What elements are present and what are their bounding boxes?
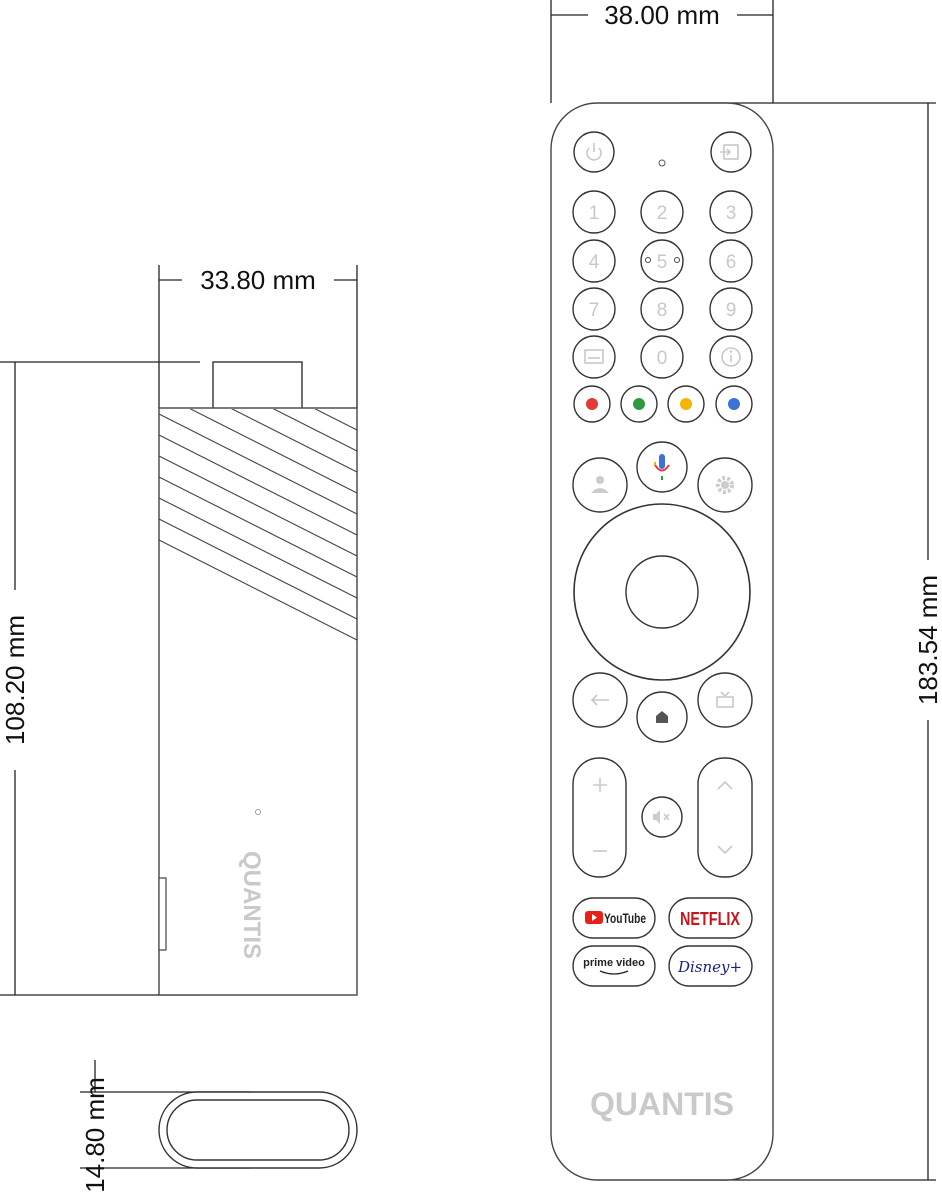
channel-up-icon	[717, 780, 733, 790]
number-key-9[interactable]: 9	[709, 287, 753, 331]
mute-icon	[653, 810, 670, 824]
key-label: 0	[657, 348, 668, 369]
hatch-line	[314, 409, 357, 431]
ok-button[interactable]	[625, 555, 699, 629]
settings-icon	[716, 476, 734, 494]
power-button[interactable]	[573, 131, 615, 173]
volume-rocker[interactable]	[572, 757, 627, 878]
tv-icon	[716, 691, 734, 708]
number-key-7[interactable]: 7	[572, 287, 616, 331]
led-indicator	[255, 809, 261, 815]
amazon-smile-icon	[599, 970, 629, 975]
side-button[interactable]	[158, 877, 167, 951]
key-label: 2	[657, 203, 668, 224]
color-dot	[680, 398, 692, 410]
key-label: 5	[657, 252, 668, 273]
remote-width-label: 38.00 mm	[604, 0, 720, 30]
profile-button[interactable]	[572, 457, 628, 513]
remote-control: 1 2 3 4 5 6 7 8 9 0	[550, 102, 774, 1181]
youtube-button[interactable]: YouTube	[572, 897, 656, 939]
channel-rocker[interactable]	[697, 757, 753, 878]
subtitle-button[interactable]	[572, 335, 616, 379]
hatch-line	[189, 409, 357, 494]
netflix-button[interactable]: NETFLIX	[668, 897, 753, 939]
disney-plus-label: Disney+	[677, 958, 742, 976]
key-label: 6	[726, 252, 737, 273]
input-icon	[720, 144, 739, 160]
stick-height-dimension: 108.20 mm	[0, 361, 200, 996]
stick-height-label: 108.20 mm	[0, 615, 30, 745]
color-key-yellow[interactable]	[667, 385, 705, 423]
streaming-stick-end-view	[158, 1091, 358, 1169]
input-button[interactable]	[710, 131, 752, 173]
hatch-line	[159, 476, 357, 578]
back-icon	[590, 694, 609, 706]
remote-width-dimension: 38.00 mm	[550, 0, 774, 103]
info-icon	[721, 347, 741, 367]
hatch-line	[231, 409, 357, 473]
stick-width-label: 33.80 mm	[200, 265, 316, 295]
key-label: 1	[589, 203, 600, 224]
youtube-label: YouTube	[604, 910, 646, 926]
number-key-0[interactable]: 0	[640, 335, 684, 379]
remote-brand-logo: QUANTIS	[590, 1086, 734, 1122]
subtitle-icon	[584, 349, 604, 364]
mic-icon	[654, 454, 670, 480]
number-key-5[interactable]: 5	[640, 239, 684, 283]
stick-thickness-label: 14.80 mm	[80, 1077, 110, 1193]
color-key-green[interactable]	[620, 385, 658, 423]
info-button[interactable]	[709, 335, 753, 379]
key-label: 3	[726, 203, 737, 224]
number-key-3[interactable]: 3	[709, 190, 753, 234]
hatch-line	[159, 434, 357, 536]
number-key-1[interactable]: 1	[572, 190, 616, 234]
hatch-line	[159, 413, 357, 515]
color-key-red[interactable]	[573, 385, 611, 423]
hatch-line	[159, 497, 357, 599]
channel-down-icon	[717, 845, 733, 855]
remote-height-label: 183.54 mm	[913, 575, 942, 705]
settings-button[interactable]	[697, 457, 753, 513]
key-label: 4	[589, 252, 600, 273]
back-button[interactable]	[572, 672, 628, 728]
hatch-line	[159, 539, 357, 641]
disney-plus-button[interactable]: Disney+	[668, 945, 753, 987]
hdmi-connector	[212, 361, 303, 411]
prime-video-label: prime video	[583, 957, 645, 969]
home-icon	[656, 711, 668, 723]
number-key-4[interactable]: 4	[572, 239, 616, 283]
streaming-stick-front: QUANTIS	[158, 361, 358, 996]
stick-hatch-pattern	[159, 409, 357, 641]
color-dot	[586, 398, 598, 410]
number-key-2[interactable]: 2	[640, 190, 684, 234]
tv-button[interactable]	[697, 672, 753, 728]
color-dot	[633, 398, 645, 410]
d-pad[interactable]	[573, 503, 751, 681]
key-label: 7	[589, 300, 600, 321]
key-label: 9	[726, 300, 737, 321]
home-button[interactable]	[636, 691, 688, 743]
stick-brand-logo: QUANTIS	[238, 851, 265, 959]
hatch-line	[159, 455, 357, 557]
netflix-label: NETFLIX	[680, 909, 740, 929]
color-key-blue[interactable]	[715, 385, 753, 423]
profile-icon	[591, 476, 609, 493]
power-icon	[586, 143, 602, 161]
hatch-line	[272, 409, 357, 452]
number-key-8[interactable]: 8	[640, 287, 684, 331]
prime-video-button[interactable]: prime video	[572, 945, 656, 987]
mute-button[interactable]	[641, 796, 683, 838]
volume-up-icon	[593, 778, 607, 792]
key-label: 8	[657, 300, 668, 321]
color-dot	[728, 398, 740, 410]
hatch-line	[159, 518, 357, 620]
number-key-6[interactable]: 6	[709, 239, 753, 283]
led-indicator	[658, 159, 666, 167]
stick-width-dimension: 33.80 mm	[158, 265, 358, 408]
voice-button[interactable]	[636, 441, 688, 493]
